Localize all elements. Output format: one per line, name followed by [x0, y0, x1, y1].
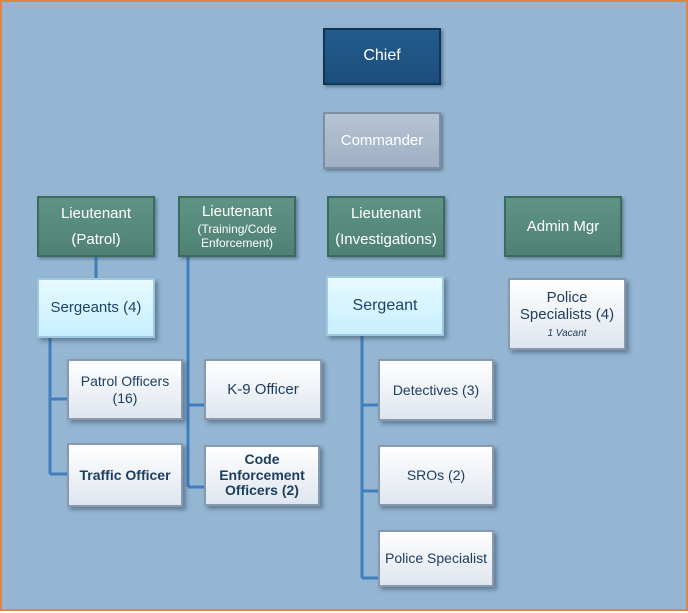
- sros-label: SROs (2): [406, 467, 466, 484]
- lieutenant-training-box: Lieutenant (Training/Code Enforcement): [178, 196, 296, 257]
- police-specialists-box: Police Specialists (4) 1 Vacant: [508, 278, 626, 350]
- k9-officer-box: K-9 Officer: [204, 359, 322, 420]
- lieutenant-training-unit-line2: Enforcement): [200, 235, 274, 250]
- police-specialists-line1: Police: [546, 288, 588, 306]
- lieutenant-investigations-title: Lieutenant: [350, 204, 422, 222]
- police-specialist-label: Police Specialist: [385, 550, 487, 567]
- detectives-label: Detectives (3): [392, 381, 480, 398]
- code-officers-line2: Enforcement: [219, 466, 305, 483]
- admin-manager-label: Admin Mgr: [526, 217, 600, 235]
- vacancy-note: 1 Vacant: [547, 328, 587, 339]
- lieutenant-training-unit-line1: (Training/Code: [197, 221, 277, 236]
- sergeant-label: Sergeant: [352, 296, 418, 314]
- traffic-officer-label: Traffic Officer: [79, 466, 171, 483]
- k9-officer-label: K-9 Officer: [227, 380, 299, 398]
- chief-box: Chief: [323, 28, 441, 85]
- lieutenant-training-title: Lieutenant: [201, 202, 273, 220]
- code-officers-line1: Code: [244, 451, 280, 468]
- lieutenant-patrol-title: Lieutenant: [60, 204, 132, 222]
- patrol-officers-line1: Patrol Officers: [80, 373, 170, 390]
- sergeants-box: Sergeants (4): [37, 278, 155, 338]
- commander-box: Commander: [323, 112, 441, 169]
- police-specialists-line2: Specialists (4): [519, 305, 615, 323]
- detectives-box: Detectives (3): [378, 359, 494, 421]
- code-enforcement-officers-box: Code Enforcement Officers (2): [204, 445, 320, 506]
- lieutenant-patrol-unit: (Patrol): [71, 231, 121, 248]
- patrol-officers-box: Patrol Officers (16): [67, 359, 183, 420]
- sergeants-label: Sergeants (4): [50, 299, 142, 317]
- code-officers-line3: Officers (2): [225, 482, 299, 499]
- lieutenant-investigations-unit: (Investigations): [335, 231, 437, 248]
- police-specialist-box: Police Specialist: [378, 530, 494, 587]
- patrol-officers-line2: (16): [112, 389, 138, 406]
- lieutenant-patrol-box: Lieutenant (Patrol): [37, 196, 155, 257]
- chief-label: Chief: [363, 47, 401, 65]
- sros-box: SROs (2): [378, 445, 494, 506]
- admin-manager-box: Admin Mgr: [504, 196, 622, 257]
- lieutenant-investigations-box: Lieutenant (Investigations): [327, 196, 445, 257]
- sergeant-box: Sergeant: [326, 276, 444, 336]
- traffic-officer-box: Traffic Officer: [67, 443, 183, 507]
- commander-label: Commander: [340, 131, 424, 149]
